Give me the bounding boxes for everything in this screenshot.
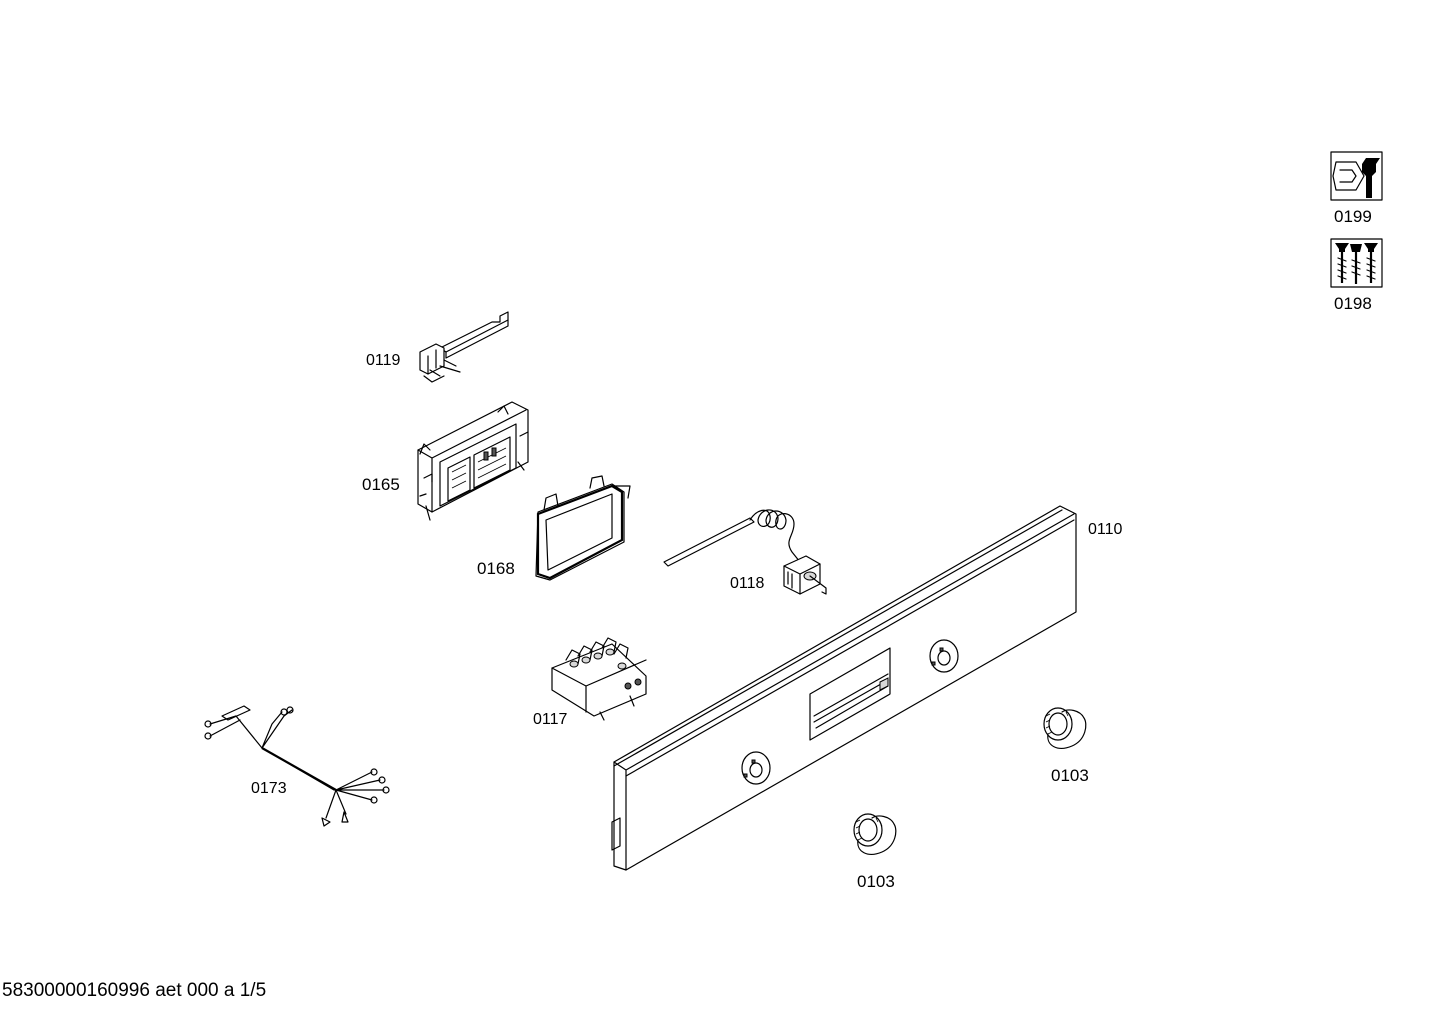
knob-hole-left	[741, 751, 771, 785]
label-0173: 0173	[251, 780, 287, 797]
document-footer-code: 58300000160996 aet 000 a 1/5	[2, 980, 267, 1001]
part-0103-knob-lower	[853, 813, 897, 855]
label-0110: 0110	[1088, 521, 1123, 538]
label-0168: 0168	[477, 559, 515, 578]
wrench-nut-icon	[1330, 151, 1383, 201]
label-0118: 0118	[730, 575, 765, 592]
label-0119: 0119	[366, 352, 401, 369]
part-0103-knob-upper	[1043, 707, 1087, 749]
label-0103-upper: 0103	[1051, 766, 1089, 785]
knob-hole-right	[929, 639, 959, 673]
label-0117: 0117	[533, 711, 568, 728]
part-0165-module	[417, 401, 529, 521]
part-0173-wire-harness	[204, 705, 390, 827]
part-0168-frame	[535, 475, 631, 581]
screws-icon	[1330, 238, 1383, 288]
label-0198: 0198	[1334, 294, 1372, 313]
label-0165: 0165	[362, 475, 400, 494]
part-0118-thermostat	[663, 509, 827, 595]
part-0117-terminal-block	[551, 637, 647, 721]
label-0103-lower: 0103	[857, 872, 895, 891]
part-0110-control-panel	[611, 505, 1077, 871]
part-0119-bracket	[419, 311, 509, 383]
label-0199: 0199	[1334, 207, 1372, 226]
